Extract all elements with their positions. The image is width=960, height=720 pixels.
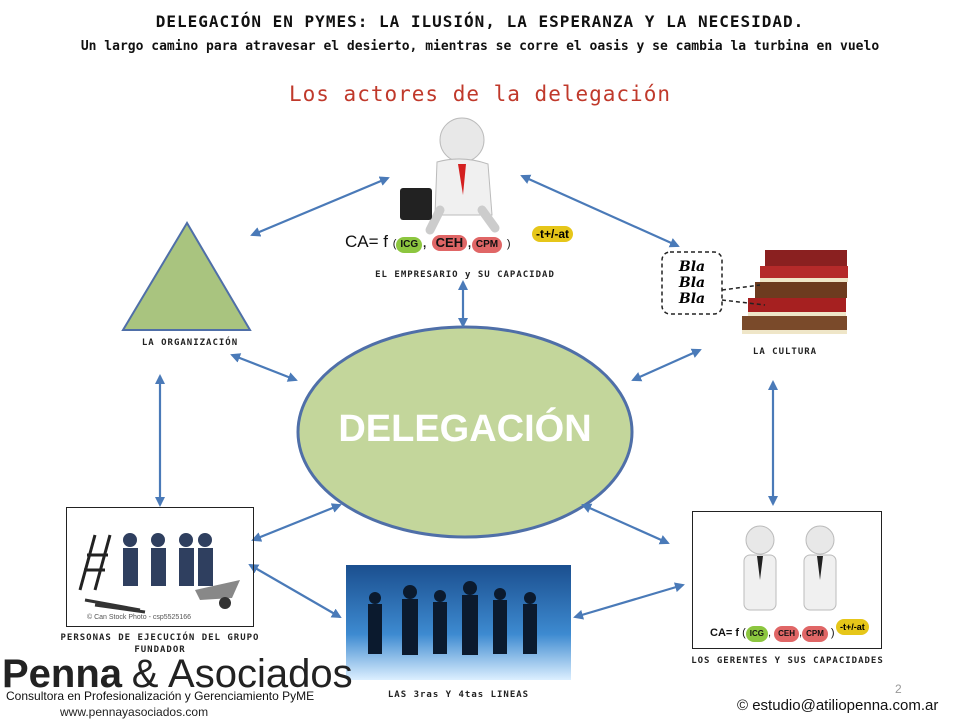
formula-open: ( <box>742 627 746 639</box>
ceh-pill: CEH <box>774 626 800 642</box>
page-title: DELEGACIÓN EN PYMES: LA ILUSIÓN, LA ESPE… <box>155 12 805 31</box>
personas-label: PERSONAS DE EJECUCIÓN DEL GRUPO FUNDADOR <box>60 633 260 655</box>
workers-illustration <box>78 533 240 614</box>
lineas-label: LAS 3ras Y 4tas LINEAS <box>387 690 530 700</box>
speech-line: Bla <box>678 275 706 291</box>
logo-amp: & <box>131 652 159 696</box>
formula-sep1: , <box>768 627 772 639</box>
arrow-org-empresario <box>250 176 390 237</box>
silhouettes <box>368 581 537 655</box>
gerentes-formula: CA= f (ICG, CEH,CPM ) <box>710 626 835 642</box>
cpm-pill: CPM <box>471 237 503 253</box>
empresario-exponent: -t+/-at <box>532 226 573 242</box>
page-number: 2 <box>895 682 902 696</box>
formula-sep1: , <box>422 232 427 251</box>
formula-open: ( <box>392 238 397 250</box>
formula-prefix: CA= f <box>710 627 740 639</box>
books-illustration <box>742 250 848 334</box>
photo-watermark: © Can Stock Photo - csp5525166 <box>87 614 191 621</box>
gerentes-photo <box>692 511 882 649</box>
cpm-pill: CPM <box>802 626 828 642</box>
page-subtitle: Un largo camino para atravesar el desier… <box>80 39 880 54</box>
arrow-empresario-cultura <box>520 174 680 248</box>
cultura-label: LA CULTURA <box>752 347 818 357</box>
ceh-pill: CEH <box>431 235 468 251</box>
speech-line: Bla <box>678 259 706 275</box>
icg-pill: ICG <box>396 237 423 253</box>
logo-url: www.pennayasociados.com <box>60 705 209 719</box>
gerentes-exponent: -t+/-at <box>836 619 869 635</box>
speech-pointer <box>721 284 766 306</box>
arrow-cultura-center <box>631 348 702 382</box>
company-logo: Penna & Asociados <box>2 652 353 697</box>
formula-close: ) <box>506 238 511 250</box>
logo-name: Penna <box>2 652 123 696</box>
speech-line: Bla <box>678 291 706 307</box>
speech-text: Bla Bla Bla <box>662 259 722 307</box>
contact-email: © estudio@atiliopenna.com.ar <box>737 697 939 714</box>
section-title: Los actores de la delegación <box>288 82 671 106</box>
speech-box <box>661 251 723 315</box>
formula-sep2: , <box>799 627 803 639</box>
organization-triangle <box>121 221 252 331</box>
organizacion-label: LA ORGANIZACIÓN <box>141 338 239 348</box>
arrow-org-center <box>230 353 298 382</box>
arrow-lineas-gerentes <box>573 582 685 620</box>
businessman-figure <box>400 117 500 235</box>
personas-photo: © Can Stock Photo - csp5525166 <box>66 507 254 627</box>
empresario-label: EL EMPRESARIO y SU CAPACIDAD <box>375 270 555 280</box>
arrow-personas-lineas <box>248 563 342 619</box>
icg-pill: ICG <box>745 626 768 642</box>
gerentes-label: LOS GERENTES Y SUS CAPACIDADES <box>691 656 884 666</box>
logo-tagline: Consultora en Profesionalización y Geren… <box>6 689 315 703</box>
arrow-center-gerentes <box>581 503 670 545</box>
managers-figures <box>743 525 837 611</box>
arrow-center-personas <box>251 503 342 542</box>
empresario-formula: CA= f (ICG, CEH,CPM ) <box>345 232 510 253</box>
logo-rest: Asociados <box>168 652 353 696</box>
center-label: DELEGACIÓN <box>338 408 592 450</box>
formula-close: ) <box>830 627 835 639</box>
formula-prefix: CA= f <box>345 232 388 251</box>
formula-sep2: , <box>467 232 472 251</box>
